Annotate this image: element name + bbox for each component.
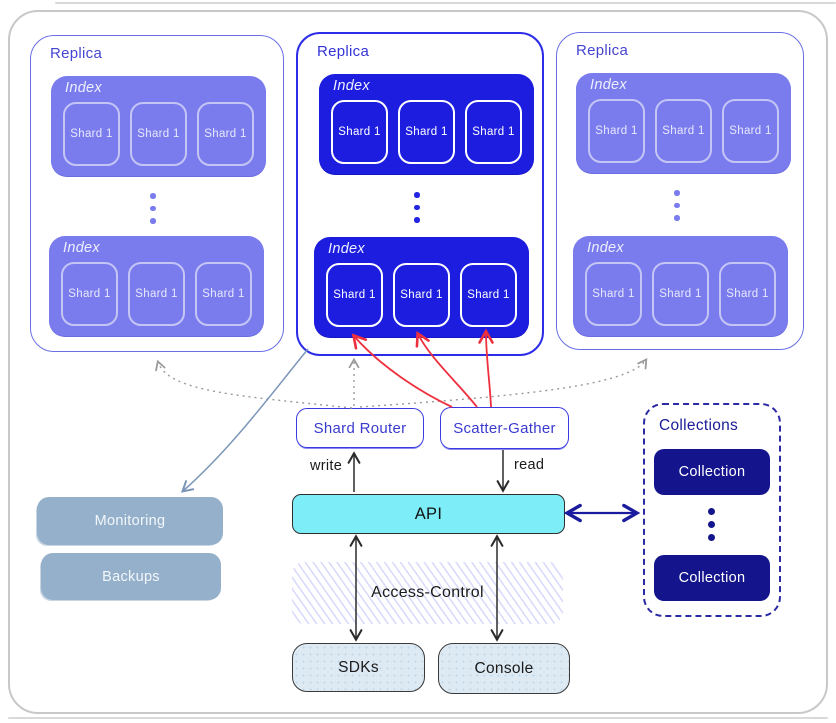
index-box: Index Shard 1 Shard 1 Shard 1 <box>49 236 264 336</box>
replica-label: Replica <box>576 42 629 59</box>
shard-box: Shard 1 <box>195 262 252 326</box>
more-collections-ellipsis <box>708 508 715 541</box>
more-indexes-ellipsis <box>674 190 680 221</box>
shard-box: Shard 1 <box>719 262 776 326</box>
index-label: Index <box>587 240 624 256</box>
replica-label: Replica <box>317 43 370 60</box>
shard-box: Shard 1 <box>128 262 185 326</box>
index-label: Index <box>63 240 100 256</box>
replica-card-1: Replica Index Shard 1 Shard 1 Shard 1 In… <box>30 35 284 352</box>
frame-top-shadow <box>55 2 836 4</box>
shard-row: Shard 1 Shard 1 Shard 1 <box>326 263 517 327</box>
shard-box: Shard 1 <box>652 262 709 326</box>
shard-box: Shard 1 <box>331 100 388 164</box>
shard-box: Shard 1 <box>398 100 455 164</box>
write-label: write <box>310 458 343 474</box>
shard-row: Shard 1 Shard 1 Shard 1 <box>588 99 779 163</box>
shard-row: Shard 1 Shard 1 Shard 1 <box>331 100 522 164</box>
read-label: read <box>514 457 545 473</box>
index-label: Index <box>333 78 370 94</box>
shard-box: Shard 1 <box>465 100 522 164</box>
replica-label: Replica <box>50 45 103 62</box>
shard-box: Shard 1 <box>63 102 120 166</box>
shard-box: Shard 1 <box>585 262 642 326</box>
access-control-zone: Access-Control <box>292 562 563 624</box>
shard-box: Shard 1 <box>460 263 517 327</box>
console-node: Console <box>438 643 570 694</box>
index-box: Index Shard 1 Shard 1 Shard 1 <box>319 74 534 174</box>
shard-box: Shard 1 <box>326 263 383 327</box>
replica-card-3: Replica Index Shard 1 Shard 1 Shard 1 In… <box>556 32 804 350</box>
api-node: API <box>292 494 565 534</box>
index-box: Index Shard 1 Shard 1 Shard 1 <box>576 73 791 173</box>
shard-box: Shard 1 <box>197 102 254 166</box>
collection-box: Collection <box>654 555 770 601</box>
index-label: Index <box>328 241 365 257</box>
index-box: Index Shard 1 Shard 1 Shard 1 <box>573 236 788 336</box>
collections-title: Collections <box>659 417 739 434</box>
shard-box: Shard 1 <box>655 99 712 163</box>
index-box: Index Shard 1 Shard 1 Shard 1 <box>314 237 529 337</box>
shard-router-node: Shard Router <box>296 408 424 448</box>
shard-box: Shard 1 <box>393 263 450 327</box>
index-label: Index <box>590 77 627 93</box>
backups-node: Backups <box>41 553 221 600</box>
shard-box: Shard 1 <box>588 99 645 163</box>
index-box: Index Shard 1 Shard 1 Shard 1 <box>51 76 266 176</box>
shard-box: Shard 1 <box>61 262 118 326</box>
index-label: Index <box>65 80 102 96</box>
scatter-gather-node: Scatter-Gather <box>440 407 569 449</box>
shard-box: Shard 1 <box>130 102 187 166</box>
collection-box: Collection <box>654 449 770 495</box>
frame-bottom-shadow <box>8 717 828 719</box>
sdks-node: SDKs <box>292 643 425 692</box>
monitoring-node: Monitoring <box>37 497 223 545</box>
more-indexes-ellipsis <box>414 192 420 223</box>
collections-group: Collections Collection Collection <box>643 403 781 617</box>
more-indexes-ellipsis <box>150 193 156 224</box>
shard-row: Shard 1 Shard 1 Shard 1 <box>585 262 776 326</box>
shard-row: Shard 1 Shard 1 Shard 1 <box>61 262 252 326</box>
replica-card-2: Replica Index Shard 1 Shard 1 Shard 1 In… <box>296 32 544 356</box>
shard-row: Shard 1 Shard 1 Shard 1 <box>63 102 254 166</box>
shard-box: Shard 1 <box>722 99 779 163</box>
